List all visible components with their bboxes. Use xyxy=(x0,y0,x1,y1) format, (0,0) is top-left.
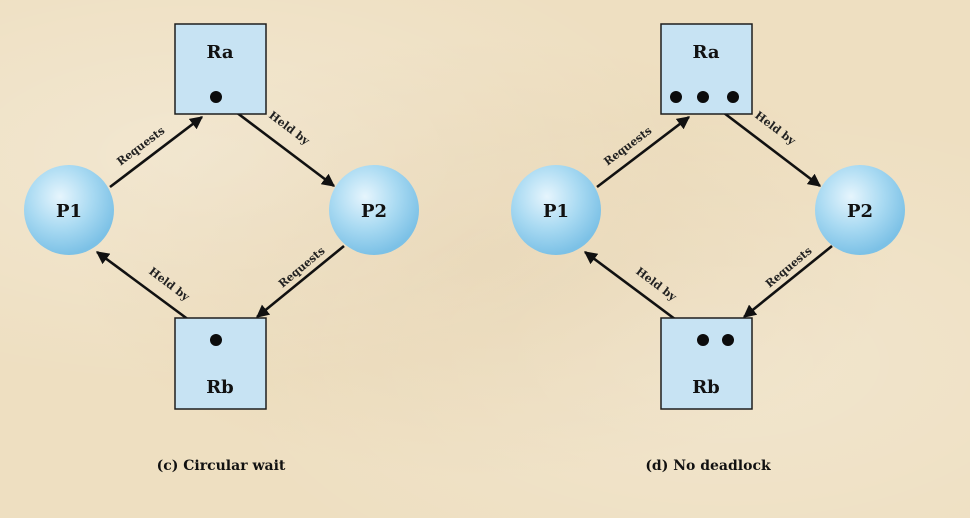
resource-unit-dot xyxy=(210,334,222,346)
resource-rb-box xyxy=(174,317,267,410)
resource-rb-label: Rb xyxy=(206,377,234,398)
resource-rb-label: Rb xyxy=(692,377,720,398)
edge-label-requests: Requests xyxy=(115,124,168,168)
resource-rb-box xyxy=(660,317,753,410)
resource-unit-dot xyxy=(697,334,709,346)
process-p2-circle xyxy=(815,165,905,255)
edge-label-held-by: Held by xyxy=(752,109,798,148)
edge-p1-requests-ra xyxy=(596,115,691,189)
process-p1-circle xyxy=(24,165,114,255)
resource-unit-dot xyxy=(722,334,734,346)
process-p2-label: P2 xyxy=(847,201,873,222)
edge-p1-requests-ra xyxy=(109,115,204,189)
edge-p2-requests-rb xyxy=(255,244,345,319)
process-p1-label: P1 xyxy=(543,201,569,222)
edge-label-requests: Requests xyxy=(602,124,655,168)
diagram-no-deadlock: Ra Rb P1 P2 Requests Held by Requests He… xyxy=(511,23,905,474)
resource-ra-label: Ra xyxy=(692,42,719,63)
process-p1-circle xyxy=(511,165,601,255)
resource-unit-dot xyxy=(670,91,682,103)
caption-circular-wait: (c) Circular wait xyxy=(157,458,286,474)
process-p2-circle xyxy=(329,165,419,255)
caption-no-deadlock: (d) No deadlock xyxy=(645,458,771,474)
edge-label-held-by: Held by xyxy=(633,265,679,304)
process-p1-label: P1 xyxy=(56,201,82,222)
resource-unit-dot xyxy=(210,91,222,103)
resource-ra-label: Ra xyxy=(206,42,233,63)
edge-p2-requests-rb xyxy=(742,244,833,319)
diagram-circular-wait: Ra Rb P1 P2 Requests Held by Requests He… xyxy=(24,23,419,474)
edge-label-held-by: Held by xyxy=(146,265,192,304)
process-p2-label: P2 xyxy=(361,201,387,222)
resource-unit-dot xyxy=(727,91,739,103)
edge-label-held-by: Held by xyxy=(266,109,312,148)
resource-unit-dot xyxy=(697,91,709,103)
